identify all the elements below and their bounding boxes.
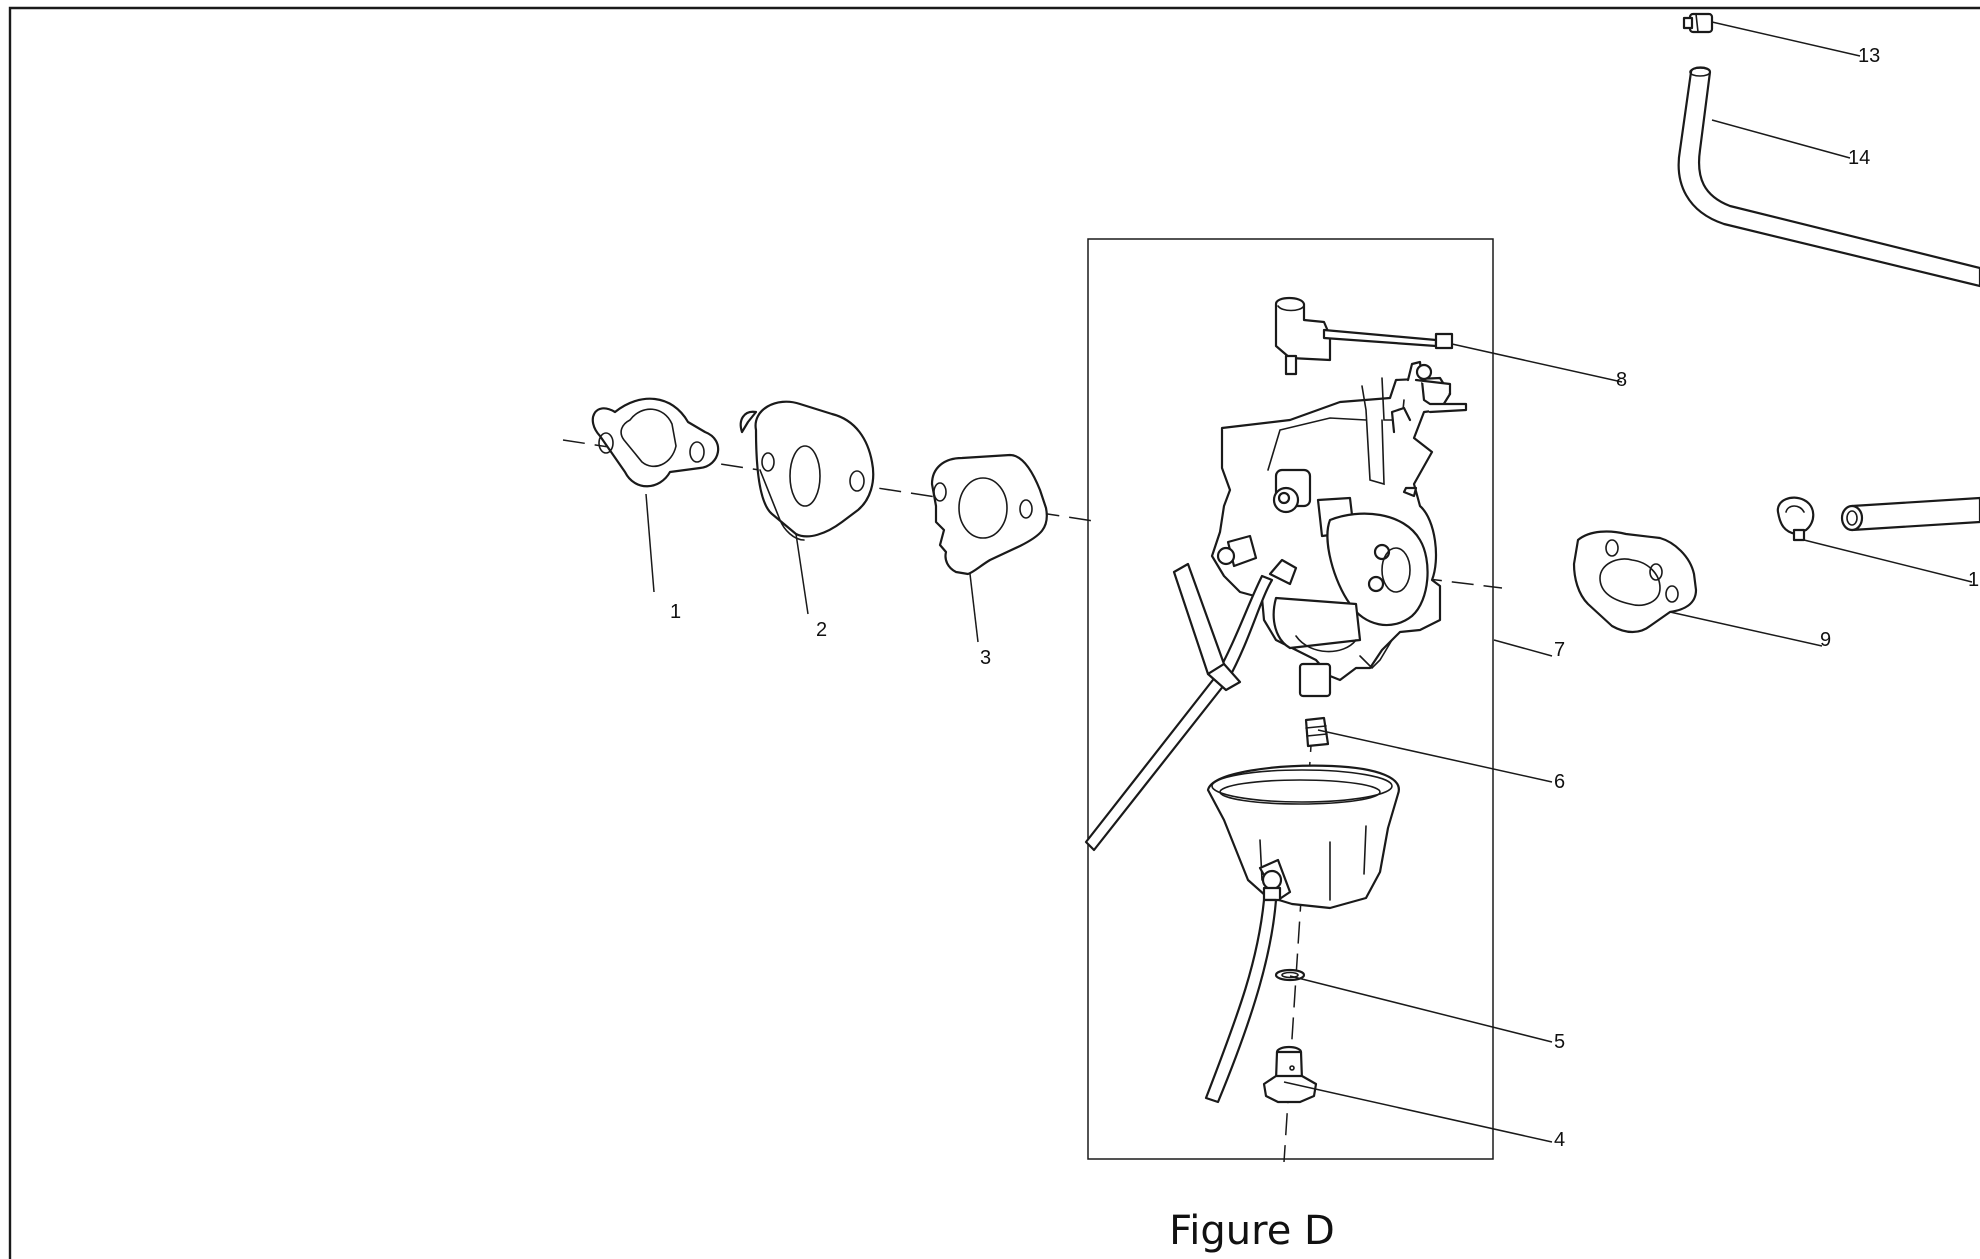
breather-tube-14 xyxy=(1677,66,1980,288)
gasket-axis-line xyxy=(1419,577,1503,589)
figure-caption: Figure D xyxy=(1169,1208,1335,1254)
insulator-2 xyxy=(739,400,875,541)
fuel-solenoid-8 xyxy=(1274,296,1454,376)
gasket-1 xyxy=(591,397,720,488)
callout-6: 6 xyxy=(1554,771,1565,793)
callout-13: 13 xyxy=(1858,45,1880,67)
callout-2: 2 xyxy=(816,619,827,641)
drain-bolt-4 xyxy=(1262,1045,1318,1104)
callout-leaders xyxy=(645,21,1973,1143)
callout-4: 4 xyxy=(1554,1129,1565,1151)
callout-5: 5 xyxy=(1554,1031,1565,1053)
callout-8: 8 xyxy=(1616,369,1627,391)
figure-frame xyxy=(8,6,1980,1259)
callout-1: 1 xyxy=(670,601,681,623)
callout-3: 3 xyxy=(980,647,991,669)
callout-15-partial: 1 xyxy=(1968,569,1979,591)
main-jet-6 xyxy=(1304,716,1330,748)
carburetor-assembly-box xyxy=(1087,238,1494,1160)
float-bowl xyxy=(1206,764,1400,910)
clip-13 xyxy=(1682,12,1714,34)
carburetor-body-7 xyxy=(1210,360,1468,698)
callout-7: 7 xyxy=(1554,639,1565,661)
fuel-hose-15 xyxy=(1840,496,1980,532)
callout-14: 14 xyxy=(1848,147,1870,169)
gasket-9 xyxy=(1572,530,1698,634)
callout-9: 9 xyxy=(1820,629,1831,651)
gasket-3 xyxy=(930,453,1048,576)
drain-tube xyxy=(1204,898,1278,1104)
hose-clamp-15 xyxy=(1776,496,1815,542)
fuel-line-upper xyxy=(1084,562,1274,852)
